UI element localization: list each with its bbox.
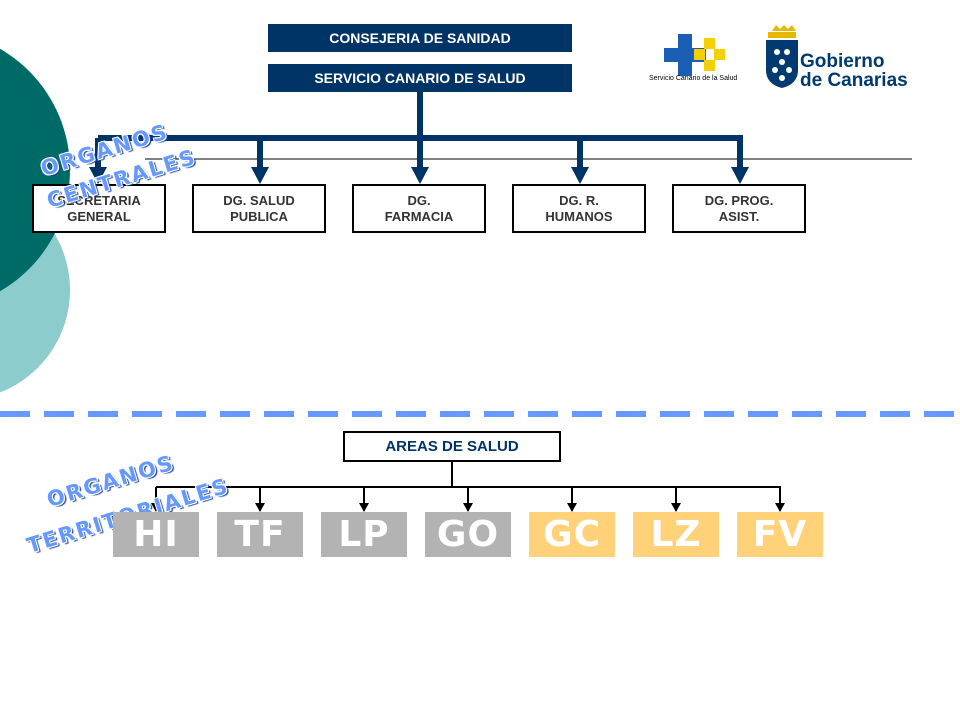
box-dg-prog-asist: DG. PROG. ASIST.	[672, 184, 806, 233]
box-line2: GENERAL	[67, 208, 131, 224]
gobierno-shield-icon	[766, 25, 798, 88]
gobierno-line2: de Canarias	[800, 70, 908, 91]
island-box-hi: HI	[113, 512, 199, 557]
box-line2: ASIST.	[718, 208, 760, 224]
box-line1: DG. R.	[559, 192, 599, 208]
consejeria-box: CONSEJERIA DE SANIDAD	[268, 24, 572, 52]
central-connectors	[95, 92, 743, 170]
central-arrowheads	[89, 167, 749, 184]
gobierno-logo-text: Gobierno de Canarias	[800, 52, 908, 90]
servicio-label: SERVICIO CANARIO DE SALUD	[314, 70, 526, 86]
box-dg-r-humanos: DG. R. HUMANOS	[512, 184, 646, 233]
box-dg-farmacia: DG. FARMACIA	[352, 184, 486, 233]
box-dg-salud-publica: DG. SALUD PUBLICA	[192, 184, 326, 233]
box-line2: HUMANOS	[545, 208, 613, 224]
areas-de-salud-box: AREAS DE SALUD	[343, 431, 561, 462]
territorial-connectors	[155, 462, 781, 504]
island-box-gc: GC	[529, 512, 615, 557]
territorial-arrowheads	[151, 503, 785, 512]
island-box-fv: FV	[737, 512, 823, 557]
servicio-box: SERVICIO CANARIO DE SALUD	[268, 64, 572, 92]
box-line2: FARMACIA	[384, 208, 454, 224]
box-line1: DG. SALUD	[223, 192, 295, 208]
island-box-lp: LP	[321, 512, 407, 557]
box-line2: PUBLICA	[230, 208, 288, 224]
island-box-lz: LZ	[633, 512, 719, 557]
scs-logo-icon	[664, 34, 725, 76]
island-box-go: GO	[425, 512, 511, 557]
box-line1: SECRETARIA	[57, 192, 141, 208]
consejeria-label: CONSEJERIA DE SANIDAD	[329, 30, 511, 46]
box-line1: DG.	[407, 192, 431, 208]
gobierno-line1: Gobierno	[800, 51, 885, 72]
box-line1: DG. PROG.	[704, 192, 774, 208]
areas-de-salud-label: AREAS DE SALUD	[385, 438, 519, 455]
scs-logo-text: Servicio Canario de la Salud	[649, 75, 738, 82]
island-box-tf: TF	[217, 512, 303, 557]
box-secretaria-general: SECRETARIA GENERAL	[32, 184, 166, 233]
